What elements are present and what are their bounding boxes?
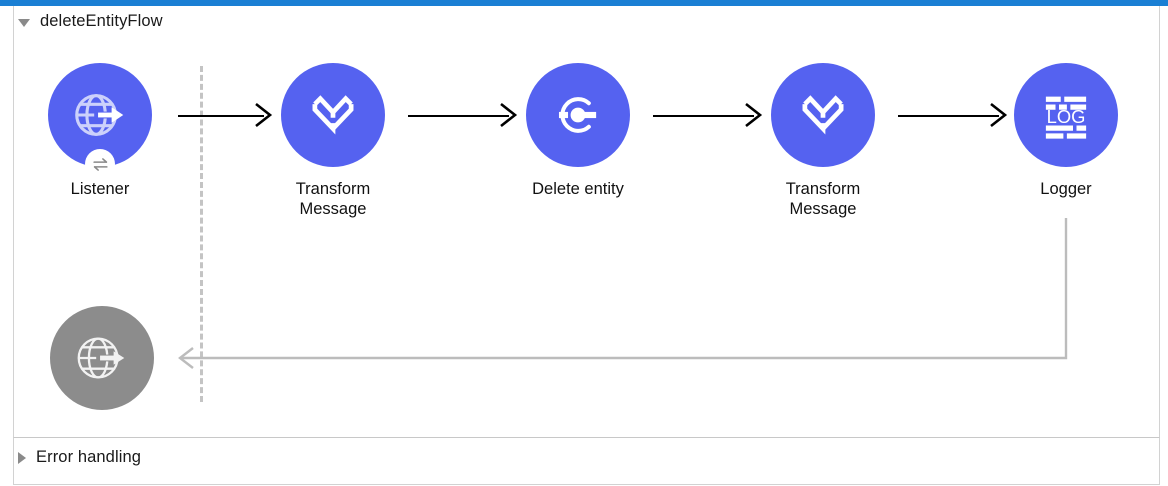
node-transform-message-1-label: Transform Message: [295, 180, 371, 219]
node-listener[interactable]: Listener: [48, 63, 152, 199]
window-accent-bar: [0, 0, 1168, 6]
svg-text:LOG: LOG: [1047, 106, 1086, 127]
dataweave-transform-icon: [802, 95, 844, 135]
node-logger-circle[interactable]: LOG: [1014, 63, 1118, 167]
node-listener-label: Listener: [70, 180, 130, 198]
flow-container: [13, 6, 1160, 437]
http-listener-globe-icon: [77, 337, 125, 379]
flow-name: deleteEntityFlow: [40, 12, 163, 30]
connector-operation-icon: [558, 97, 597, 133]
node-transform-message-2-circle[interactable]: [771, 63, 875, 167]
connector-line-transform1-delete: [408, 115, 509, 117]
log-icon: LOG: [1045, 96, 1087, 139]
node-delete-entity-label: Delete entity: [532, 180, 624, 198]
node-response-circle[interactable]: [50, 306, 154, 410]
caret-down-icon[interactable]: [18, 18, 30, 27]
flow-header[interactable]: deleteEntityFlow: [18, 12, 163, 31]
listener-badge: [85, 149, 115, 179]
node-transform-message-2-label: Transform Message: [785, 180, 861, 219]
node-listener-circle[interactable]: [48, 63, 152, 179]
node-delete-entity[interactable]: Delete entity: [526, 63, 630, 199]
connector-line-listener-transform1: [178, 115, 264, 117]
node-transform-message-1[interactable]: Transform Message: [281, 63, 385, 219]
caret-right-icon[interactable]: [18, 451, 26, 464]
exchange-arrows-icon: [92, 157, 108, 171]
connector-line-delete-transform2: [653, 115, 754, 117]
http-listener-globe-icon: [75, 94, 124, 136]
connector-line-transform2-logger: [898, 115, 999, 117]
error-handling-container: [13, 437, 1160, 485]
dataweave-transform-icon: [312, 95, 354, 135]
error-handling-name: Error handling: [36, 448, 142, 466]
node-logger[interactable]: LOG Logger: [1014, 63, 1118, 199]
node-transform-message-2[interactable]: Transform Message: [771, 63, 875, 219]
node-delete-entity-circle[interactable]: [526, 63, 630, 167]
node-transform-message-1-circle[interactable]: [281, 63, 385, 167]
error-handling-header[interactable]: Error handling: [18, 448, 141, 467]
node-logger-label: Logger: [1040, 180, 1092, 198]
node-response[interactable]: [50, 306, 154, 410]
